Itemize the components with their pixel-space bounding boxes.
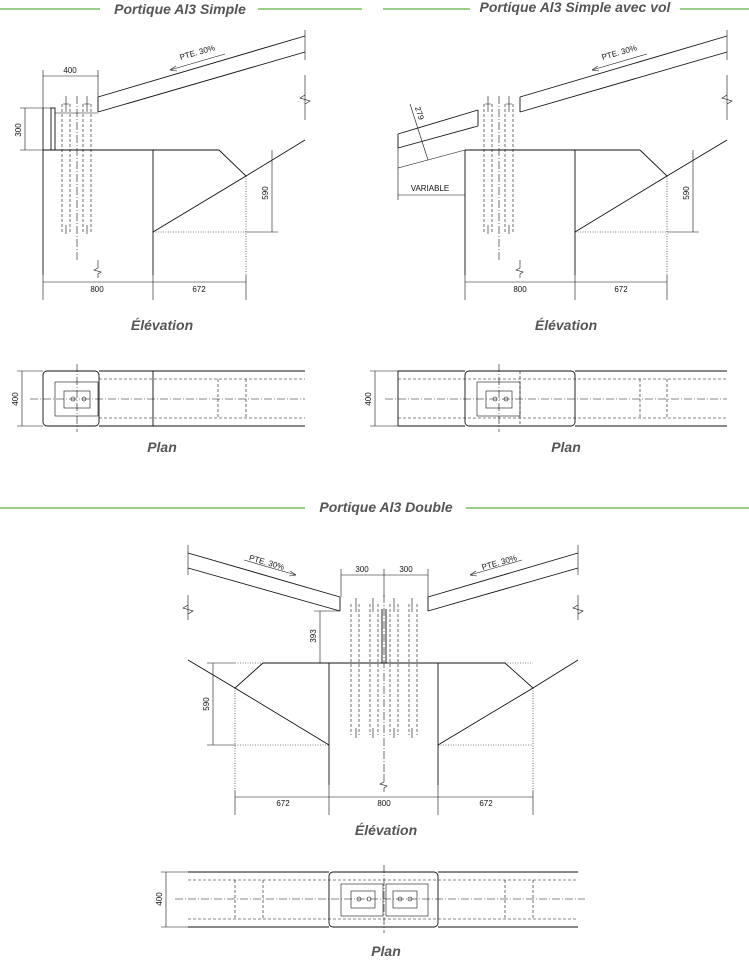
break-mark [515,260,524,278]
anchor-bolts [350,604,418,735]
dim-plan-400: 400 [364,370,398,427]
elevation-label: Élévation [535,317,597,333]
svg-text:672: 672 [276,799,290,808]
anchor-bolts [61,104,92,232]
plan-beam-hidden [99,378,305,419]
dim-bottom: 672 800 672 [234,785,534,815]
elevation-simple: 400 300 590 800 672 PTE. 30% Élévation [14,30,311,333]
slope-annotation: PTE. 30% [169,43,226,72]
svg-text:800: 800 [90,285,104,294]
elevation-double: 300 300 393 590 672 800 672 PTE. 30% [182,545,584,838]
svg-text:672: 672 [614,285,628,294]
svg-text:590: 590 [261,186,270,200]
left-break-z [182,595,194,620]
svg-text:400: 400 [364,392,373,406]
dim-300-left: 300 [14,107,51,151]
haunch [152,139,306,233]
post-outline [42,108,219,275]
svg-text:300: 300 [14,123,23,137]
dim-variable: VARIABLE [397,168,465,200]
svg-text:672: 672 [479,799,493,808]
haunch-dotted [234,662,534,790]
dim-279: 279 [409,103,429,161]
slope-annotation: PTE. 30% [591,43,648,72]
rafter-left [187,552,341,612]
plan-post [42,370,100,427]
plan-beam-left [397,370,465,427]
plan-beam [575,370,727,427]
right-break-z [721,94,733,105]
plan-label: Plan [147,439,177,455]
plan-beam-hidden [188,879,578,920]
svg-text:393: 393 [309,629,318,643]
rafter [97,35,306,113]
plan-post [328,871,439,928]
svg-text:400: 400 [63,66,77,75]
header-double: Portique Al3 Double [0,499,749,515]
title-double: Portique Al3 Double [319,499,452,515]
svg-text:672: 672 [192,285,206,294]
dim-590: 590 [667,150,699,233]
svg-text:PTE. 30%: PTE. 30% [179,43,216,62]
svg-text:590: 590 [202,697,211,711]
plan-bolt-box [350,890,376,909]
dim-plan-400: 400 [155,871,188,928]
anchor-bolts [483,104,514,232]
break-mark [93,260,102,278]
post-cap [50,107,56,151]
plan-beam [99,370,305,427]
overhang-rafter [397,109,479,149]
plan-plate-left [340,883,384,917]
header-simple: Portique Al3 Simple [0,1,362,17]
dim-393: 393 [309,610,340,663]
plan-label: Plan [551,439,581,455]
slope-right: PTE. 30% [469,553,523,577]
svg-text:800: 800 [377,799,391,808]
rafter-right [427,552,579,612]
dim-plan-400: 400 [11,370,43,427]
elevation-label: Élévation [131,317,193,333]
post-outline [464,149,640,275]
svg-text:300: 300 [355,565,369,574]
plan-plate-right [385,883,429,917]
plan-label: Plan [371,943,401,959]
dim-590: 590 [202,662,235,746]
plan-double: 400 Plan [155,865,585,959]
dim-590: 590 [246,150,278,233]
break-mark [379,775,388,792]
dim-bottom: 800 672 [42,275,247,300]
bolt-heads [63,96,90,234]
dim-400-top: 400 [42,66,99,108]
svg-text:279: 279 [413,105,426,121]
title-simple: Portique Al3 Simple [114,1,246,17]
svg-text:VARIABLE: VARIABLE [411,184,450,193]
svg-text:400: 400 [11,392,20,406]
overhang-rafter-thick [397,148,466,169]
plan-simple: 400 Plan [11,364,305,455]
elevation-overhang: 279 VARIABLE 590 800 672 PTE. 30% Élévat… [397,30,733,333]
svg-text:800: 800 [513,285,527,294]
dim-bottom: 800 672 [464,275,668,300]
svg-text:300: 300 [399,565,413,574]
haunch-right [437,659,579,746]
header-overhang: Portique Al3 Simple avec vol [383,0,749,15]
rafter [519,35,728,113]
slope-left: PTE. 30% [243,553,297,577]
right-break-z [299,94,311,105]
plan-beam-hidden [398,371,727,426]
plan-bolt-box [392,890,418,909]
haunch [574,139,728,233]
bolt-heads [355,598,413,738]
svg-text:PTE. 30%: PTE. 30% [601,43,638,62]
bolt-heads [485,96,512,234]
plan-overhang: 400 Plan [364,364,727,455]
dim-300-top: 300 300 [340,565,429,597]
title-overhang: Portique Al3 Simple avec vol [480,0,672,15]
elevation-label: Élévation [355,822,417,838]
plan-beam [188,871,578,928]
right-break-z [572,595,584,620]
svg-text:400: 400 [155,892,164,906]
svg-text:590: 590 [682,186,691,200]
